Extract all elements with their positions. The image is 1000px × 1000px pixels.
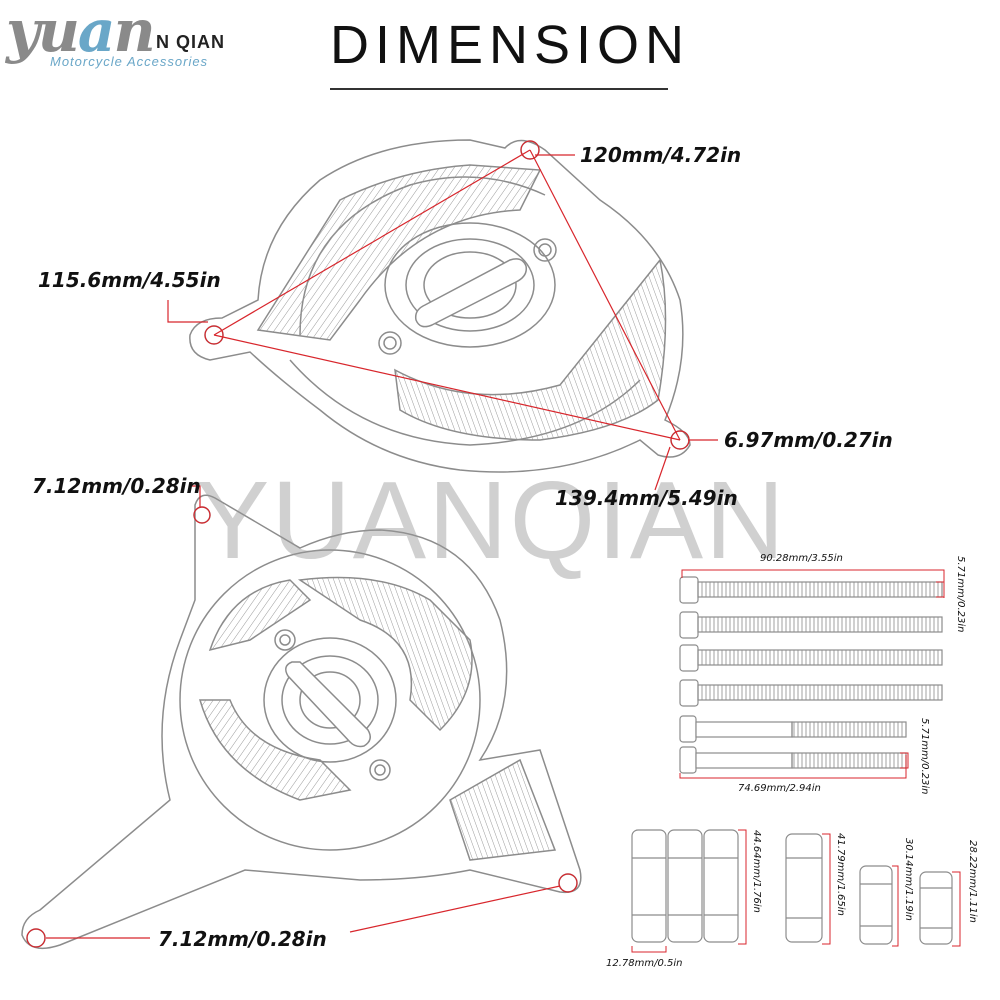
spacer4-height-label: 28.22mm/1.11in [967, 840, 978, 923]
page-title: DIMENSION [330, 15, 691, 75]
bolt-dimension-lines [679, 569, 945, 779]
logo-brand-text: N QIAN [156, 32, 225, 52]
top-view-dimension-lines [167, 149, 718, 491]
spacers [631, 829, 953, 945]
engine-cover-angle-view [21, 494, 582, 950]
dim-label-115mm: 115.6mm/4.55in [38, 268, 221, 292]
bolt-short-diameter-label: 5.71mm/0.23in [919, 718, 930, 795]
bolt-short-length-label: 74.69mm/2.94in [738, 783, 821, 794]
angle-view-dimension-lines [26, 140, 690, 948]
bolt-long-diameter-label: 5.71mm/0.23in [955, 556, 966, 633]
title-underline [330, 88, 668, 90]
spacer3-height-label: 30.14mm/1.19in [903, 838, 914, 921]
brand-logo: yuan N QIAN Motorcycle Accessories [6, 2, 246, 112]
engine-cover-top-view [189, 139, 691, 473]
long-bolts [679, 576, 943, 707]
spacer2-height-label: 41.79mm/1.65in [835, 833, 846, 916]
dim-label-hole-712-lower: 7.12mm/0.28in [158, 927, 327, 951]
dim-label-120mm: 120mm/4.72in [580, 143, 742, 167]
spacer-diameter-label: 12.78mm/0.5in [606, 958, 683, 969]
dim-label-hole-697: 6.97mm/0.27in [724, 428, 893, 452]
logo-tagline: Motorcycle Accessories [50, 54, 209, 69]
dim-label-139mm: 139.4mm/5.49in [555, 486, 738, 510]
spacer1-height-label: 44.64mm/1.76in [751, 830, 762, 913]
bolt-long-length-label: 90.28mm/3.55in [760, 553, 843, 564]
dim-label-hole-712-upper: 7.12mm/0.28in [32, 474, 201, 498]
short-bolts [679, 715, 907, 774]
logo-mark: yuan [6, 0, 156, 65]
spacer-dimension-lines [631, 829, 961, 953]
